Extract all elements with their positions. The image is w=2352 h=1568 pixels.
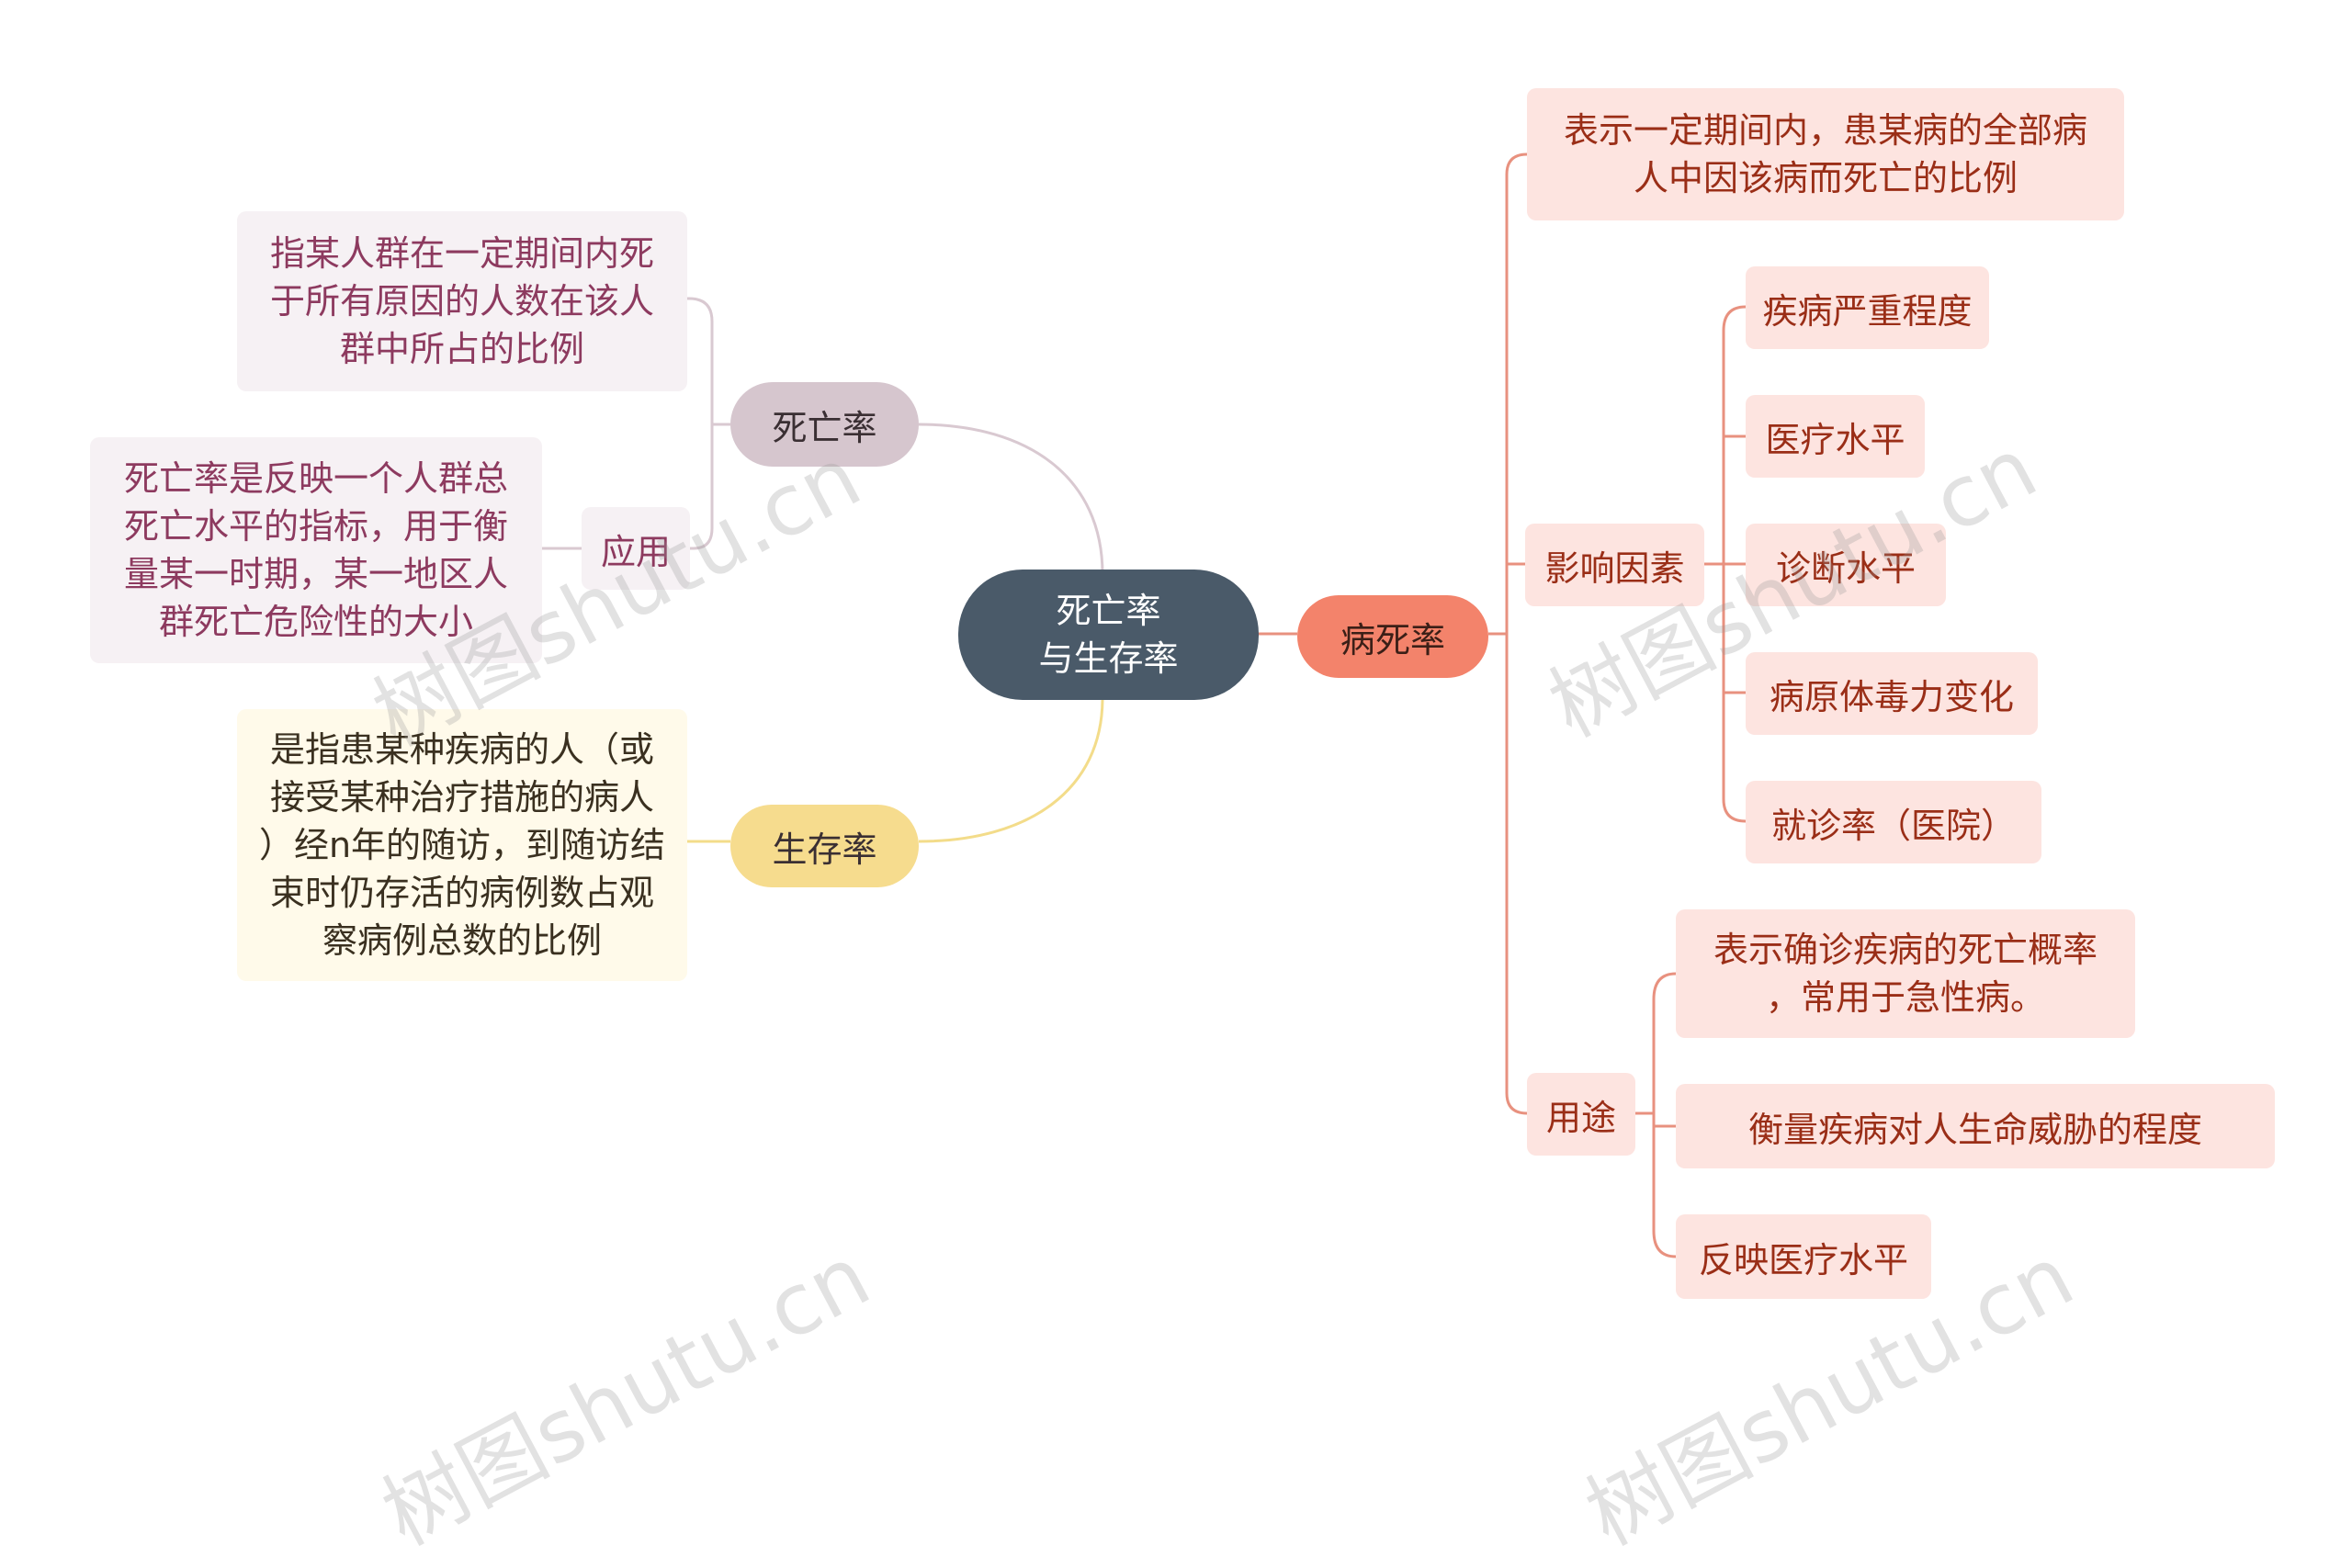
- link-uses-bracket: [1635, 972, 1677, 1258]
- use-item-text: 反映医疗水平: [1698, 1239, 1908, 1280]
- factor-item[interactable]: 病原体毒力变化: [1746, 652, 2038, 735]
- factors-node[interactable]: 影响因素: [1525, 524, 1704, 606]
- case-fatality-node[interactable]: 病死率: [1297, 595, 1488, 678]
- link-root-mortality: [918, 423, 1104, 575]
- factor-item[interactable]: 就诊率（医院）: [1746, 781, 2041, 863]
- uses-label: 用途: [1545, 1097, 1616, 1138]
- factor-item[interactable]: 医疗水平: [1746, 395, 1925, 478]
- link-mortality-bracket: [684, 297, 730, 550]
- use-item[interactable]: 反映医疗水平: [1676, 1214, 1931, 1299]
- mortality-definition[interactable]: 指某人群在一定期间内死 于所有原因的人数在该人 群中所占的比例: [237, 211, 687, 391]
- case-fatality-label: 病死率: [1340, 619, 1445, 660]
- factor-item-label: 就诊率（医院）: [1770, 805, 2016, 846]
- use-item[interactable]: 衡量疾病对人生命威胁的程度: [1676, 1084, 2275, 1168]
- survival-node[interactable]: 生存率: [730, 805, 919, 887]
- case-fatality-definition[interactable]: 表示一定期间内，患某病的全部病 人中因该病而死亡的比例: [1527, 88, 2124, 220]
- factor-item-label: 疾病严重程度: [1762, 290, 1973, 332]
- factor-item[interactable]: 疾病严重程度: [1746, 266, 1989, 349]
- mortality-application-text-content: 死亡率是反映一个人群总 死亡水平的指标，用于衡 量某一时期，某一地区人 群死亡危…: [123, 458, 508, 642]
- mortality-label: 死亡率: [772, 407, 877, 448]
- factor-item-label: 诊断水平: [1775, 547, 1916, 589]
- mind-map: 死亡率 与生存率 死亡率 指某人群在一定期间内死 于所有原因的人数在该人 群中所…: [90, 88, 2275, 1564]
- use-item[interactable]: 表示确诊疾病的死亡概率 ，常用于急性病。: [1676, 909, 2135, 1038]
- mortality-application-label: 应用: [600, 531, 671, 572]
- mortality-node[interactable]: 死亡率: [730, 382, 919, 467]
- factors-label: 影响因素: [1544, 547, 1685, 589]
- mortality-application-text[interactable]: 死亡率是反映一个人群总 死亡水平的指标，用于衡 量某一时期，某一地区人 群死亡危…: [90, 437, 542, 663]
- use-item-text: 表示确诊疾病的死亡概率 ，常用于急性病。: [1713, 930, 2098, 1018]
- root-title-line1: 死亡率: [1056, 591, 1161, 631]
- uses-node[interactable]: 用途: [1527, 1073, 1635, 1156]
- link-casefatality-bracket: [1488, 152, 1528, 1115]
- mortality-application-node[interactable]: 应用: [582, 507, 690, 590]
- root-node[interactable]: 死亡率 与生存率: [958, 570, 1259, 700]
- factor-item[interactable]: 诊断水平: [1746, 524, 1946, 606]
- survival-definition-text: 是指患某种疾病的人（或 接受某种治疗措施的病人 ）经n年的随访，到随访结 束时仍…: [258, 729, 666, 961]
- link-factors-bracket: [1704, 305, 1747, 823]
- mortality-definition-text: 指某人群在一定期间内死 于所有原因的人数在该人 群中所占的比例: [269, 233, 654, 369]
- connector-lines: [542, 152, 1747, 1258]
- survival-label: 生存率: [772, 829, 877, 870]
- case-fatality-definition-text: 表示一定期间内，患某病的全部病 人中因该病而死亡的比例: [1563, 110, 2087, 198]
- use-item-text: 衡量疾病对人生命威胁的程度: [1747, 1109, 2202, 1150]
- factor-item-label: 病原体毒力变化: [1769, 676, 2014, 717]
- survival-definition[interactable]: 是指患某种疾病的人（或 接受某种治疗措施的病人 ）经n年的随访，到随访结 束时仍…: [237, 709, 687, 981]
- factor-item-label: 医疗水平: [1765, 419, 1905, 460]
- link-root-survival: [918, 697, 1104, 843]
- root-title-line2: 与生存率: [1038, 638, 1179, 679]
